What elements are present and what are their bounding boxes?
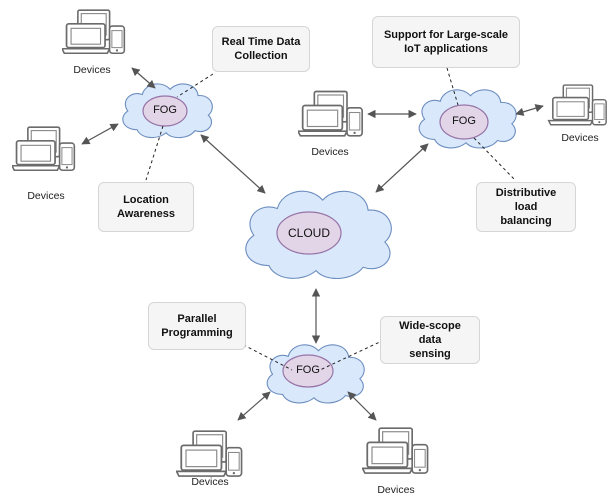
dash-parallel <box>237 341 293 371</box>
fog-left-label: FOG <box>153 104 177 116</box>
callout-parallel-programming: Parallel Programming <box>148 302 246 350</box>
devices-icon-top-left <box>62 9 126 55</box>
arrow-devices-midleft-fog <box>81 123 119 145</box>
cloud-label: CLOUD <box>287 226 330 240</box>
devices-icon-far-right <box>547 84 608 126</box>
fog-bottom-ellipse <box>282 354 334 388</box>
dash-loadbalancing <box>473 137 516 181</box>
fog-bottom-label: FOG <box>296 364 320 376</box>
devices-icon-bottom-right <box>362 427 429 474</box>
callout-wide-scope-data-sensing: Wide-scope data sensing <box>380 316 480 364</box>
fog-right-label: FOG <box>452 115 476 127</box>
cloud-center-ellipse <box>276 211 342 255</box>
devices-icon-mid-left <box>12 126 76 172</box>
callout-location-awareness: Location Awareness <box>98 182 194 232</box>
devices-label-mid-left: Devices <box>27 190 65 202</box>
dash-largescale <box>446 67 459 106</box>
arrow-fogbottom-devices-right <box>347 391 377 421</box>
arrow-devices-topleft-fog <box>131 67 156 89</box>
callout-distributive-load-balancing: Distributive load balancing <box>476 182 576 232</box>
fog-left-ellipse <box>142 95 188 127</box>
arrow-fogright-cloud <box>375 143 429 193</box>
arrow-fogright-devices <box>515 104 544 116</box>
arrow-fogleft-cloud <box>200 134 266 194</box>
devices-icon-bottom-left <box>176 430 243 477</box>
callout-large-scale-iot: Support for Large-scale IoT applications <box>372 16 520 68</box>
devices-label-bottom-left: Devices <box>191 476 229 488</box>
devices-label-bottom-right: Devices <box>377 484 415 496</box>
devices-label-far-right: Devices <box>561 132 599 144</box>
devices-label-center-right: Devices <box>311 146 349 158</box>
fog-right-ellipse <box>439 104 489 140</box>
devices-icon-center-right <box>298 90 364 137</box>
callout-real-time-data-collection: Real Time Data Collection <box>212 26 310 72</box>
dash-realtime <box>176 73 214 98</box>
arrow-fogbottom-devices-left <box>237 391 271 421</box>
devices-label-top-left: Devices <box>73 64 111 76</box>
